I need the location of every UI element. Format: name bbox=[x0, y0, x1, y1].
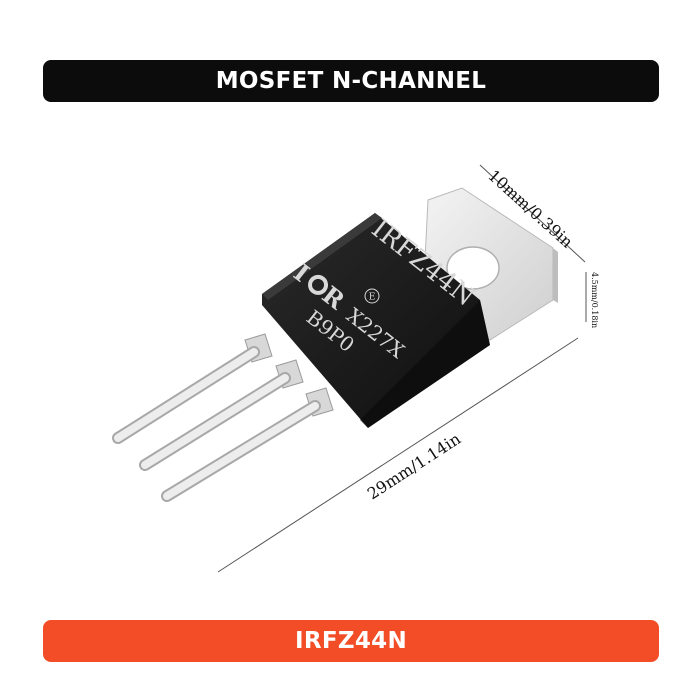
lead-source bbox=[161, 387, 334, 502]
title-banner: MOSFET N-CHANNEL bbox=[43, 60, 659, 102]
mounting-hole-icon bbox=[446, 246, 500, 290]
logo-circle-icon bbox=[308, 274, 329, 295]
lead-drain bbox=[139, 359, 304, 471]
length-label: 29mm/1.14in bbox=[364, 429, 464, 503]
title-text: MOSFET N-CHANNEL bbox=[215, 68, 487, 94]
mosfet-leads bbox=[112, 333, 334, 502]
thickness-label: 4.5mm/0.18in bbox=[590, 272, 599, 328]
thickness-dimension: 4.5mm/0.18in bbox=[585, 272, 599, 328]
e-mark-symbol: E bbox=[369, 293, 376, 303]
mosfet-body bbox=[262, 213, 490, 428]
part-number-text: IRFZ44N bbox=[294, 628, 407, 654]
e-mark: E bbox=[364, 288, 380, 304]
part-number-banner: IRFZ44N bbox=[43, 620, 659, 662]
lead-gate bbox=[112, 333, 273, 444]
